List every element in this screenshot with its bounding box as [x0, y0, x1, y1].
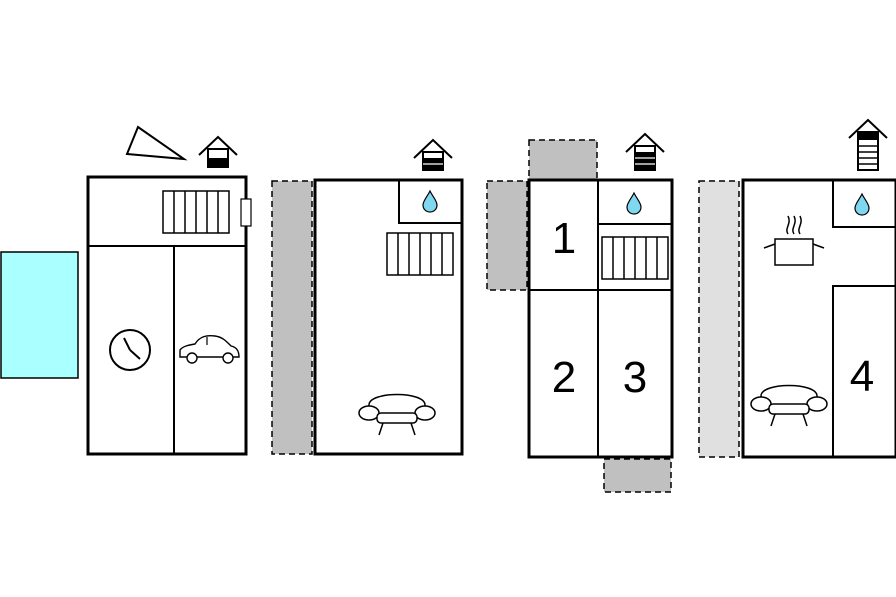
room-number-2: 2: [552, 353, 576, 402]
floor-second: [313, 138, 464, 456]
floor-ground: [86, 135, 252, 456]
floor-level-icon: [625, 132, 665, 171]
cooking-pot-icon: [763, 215, 825, 266]
floor-level-icon: [413, 138, 453, 171]
radiator-icon: [601, 236, 669, 280]
door-marker: [240, 198, 252, 227]
terrace: [603, 458, 672, 493]
pool: [0, 251, 79, 379]
terrace: [486, 180, 528, 291]
clock-icon: [109, 329, 151, 371]
terrace: [271, 180, 313, 455]
floor-third: 1 2 3: [527, 132, 674, 459]
terrace: [698, 180, 740, 458]
floor-level-icon: [198, 135, 238, 168]
floor-fourth: 4: [741, 118, 896, 459]
water-drop-icon: [422, 190, 438, 213]
terrace: [528, 139, 598, 181]
armchair-icon: [358, 393, 436, 436]
water-drop-icon: [854, 193, 870, 216]
water-drop-icon: [626, 192, 642, 215]
radiator-icon: [162, 190, 230, 234]
room-number-3: 3: [623, 353, 647, 402]
compass-icon: [125, 125, 188, 161]
armchair-icon: [750, 384, 828, 427]
room-number-1: 1: [552, 214, 576, 263]
radiator-icon: [386, 232, 454, 276]
floor-level-icon: [848, 118, 888, 171]
car-icon: [179, 335, 240, 364]
room-number-4: 4: [850, 352, 874, 401]
